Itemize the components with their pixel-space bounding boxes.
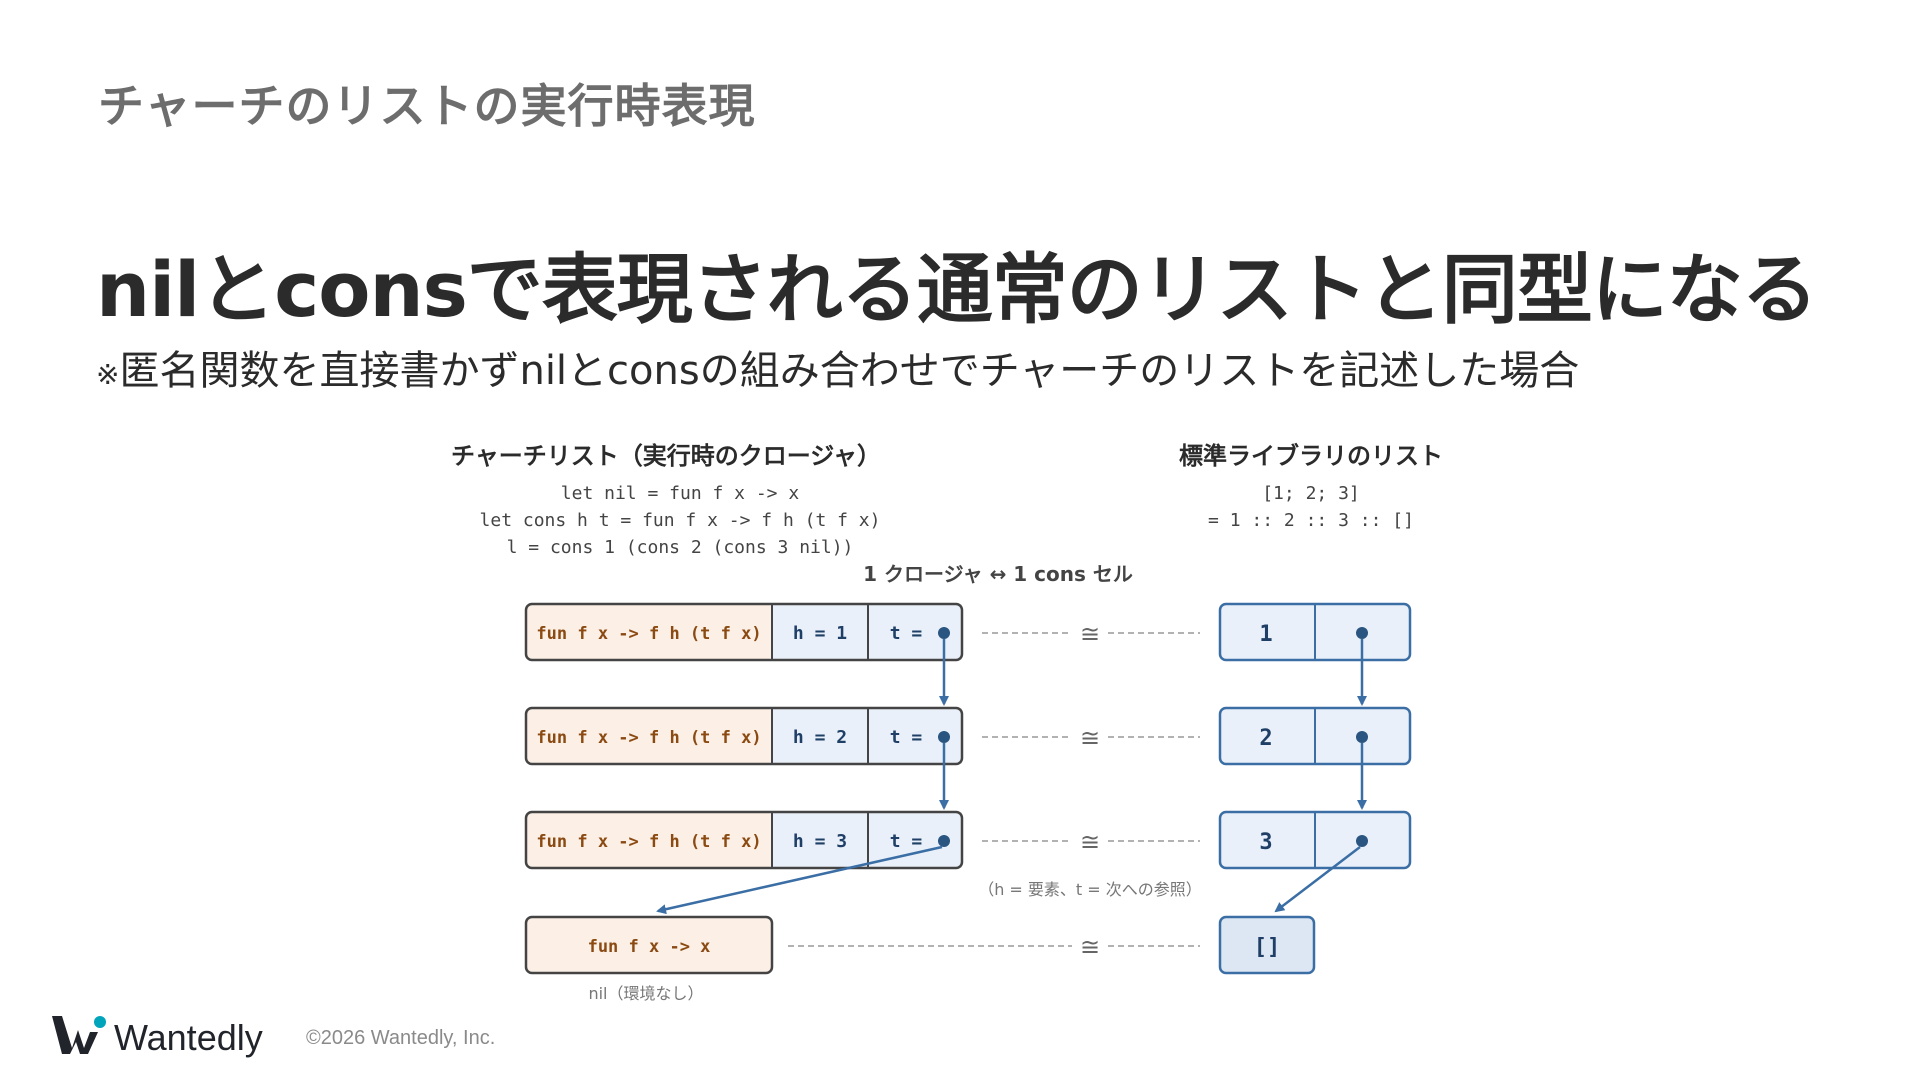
cons-cell-3: 3 bbox=[1218, 810, 1412, 870]
closure-t-3: t = bbox=[890, 831, 923, 852]
right-heading: 標準ライブラリのリスト bbox=[1179, 442, 1443, 470]
closure-pointer-3 bbox=[938, 835, 950, 847]
left-code-line-2: let cons h t = fun f x -> f h (t f x) bbox=[480, 510, 881, 531]
closure-label-2: fun f x -> f h (t f x) bbox=[536, 728, 761, 748]
cons-cell-1: 1 bbox=[1218, 602, 1412, 662]
iso-symbol-4: ≅ bbox=[1080, 933, 1100, 961]
iso-symbol-1: ≅ bbox=[1080, 620, 1100, 648]
nil-closure: fun f x -> x bbox=[524, 915, 774, 975]
section-title: チャーチのリストの実行時表現 bbox=[98, 79, 756, 133]
note-mark: ※ bbox=[96, 358, 120, 391]
closure-h-3: h = 3 bbox=[793, 831, 847, 852]
closure-row-2: fun f x -> f h (t f x) h = 2 t = bbox=[524, 706, 964, 766]
left-code-line-3: l = cons 1 (cons 2 (cons 3 nil)) bbox=[507, 537, 854, 558]
iso-symbol-2: ≅ bbox=[1080, 724, 1100, 752]
nil-caption: nil（環境なし） bbox=[588, 984, 703, 1003]
left-code-line-1: let nil = fun f x -> x bbox=[561, 483, 800, 504]
cons-pointer-2 bbox=[1356, 731, 1368, 743]
wantedly-wordmark: Wantedly bbox=[114, 1017, 263, 1058]
left-heading: チャーチリスト（実行時のクロージャ） bbox=[451, 442, 881, 470]
cons-arrow-3-empty bbox=[1274, 846, 1361, 913]
closure-h-1: h = 1 bbox=[793, 623, 847, 644]
right-code-line-2: = 1 :: 2 :: 3 :: [] bbox=[1208, 510, 1414, 531]
cons-value-3: 3 bbox=[1259, 830, 1272, 855]
closure-pointer-1 bbox=[938, 627, 950, 639]
note: ※匿名関数を直接書かずnilとconsの組み合わせでチャーチのリストを記述した場… bbox=[96, 338, 1579, 396]
main-title: nilとconsで表現される通常のリストと同型になる bbox=[96, 245, 1818, 334]
closure-h-2: h = 2 bbox=[793, 727, 847, 748]
empty-list-cell: [] bbox=[1218, 915, 1316, 975]
note-text: 匿名関数を直接書かずnilとconsの組み合わせでチャーチのリストを記述した場合 bbox=[119, 348, 1580, 394]
wantedly-dot-icon bbox=[94, 1016, 106, 1028]
closure-t-1: t = bbox=[890, 623, 923, 644]
closure-row-3: fun f x -> f h (t f x) h = 3 t = bbox=[524, 810, 964, 870]
cons-value-2: 2 bbox=[1259, 726, 1272, 751]
nil-closure-label: fun f x -> x bbox=[588, 937, 711, 957]
cons-pointer-3 bbox=[1356, 835, 1368, 847]
closure-pointer-2 bbox=[938, 731, 950, 743]
closure-arrow-3-nil bbox=[656, 845, 943, 915]
wantedly-logo: Wantedly bbox=[52, 1016, 263, 1058]
iso-symbol-3: ≅ bbox=[1080, 828, 1100, 856]
cons-cell-2: 2 bbox=[1218, 706, 1412, 766]
wantedly-mark-icon bbox=[52, 1016, 98, 1054]
legend-text: （h = 要素、t = 次への参照） bbox=[978, 880, 1202, 899]
closure-label-1: fun f x -> f h (t f x) bbox=[536, 624, 761, 644]
correspondence-label: 1 クロージャ ↔ 1 cons セル bbox=[863, 562, 1133, 586]
empty-list-label: [] bbox=[1254, 935, 1281, 960]
right-code-line-1: [1; 2; 3] bbox=[1262, 483, 1360, 504]
cons-pointer-1 bbox=[1356, 627, 1368, 639]
closure-label-3: fun f x -> f h (t f x) bbox=[536, 832, 761, 852]
closure-row-1: fun f x -> f h (t f x) h = 1 t = bbox=[524, 602, 964, 662]
closure-t-2: t = bbox=[890, 727, 923, 748]
cons-value-1: 1 bbox=[1259, 622, 1272, 647]
copyright: ©2026 Wantedly, Inc. bbox=[306, 1027, 496, 1049]
